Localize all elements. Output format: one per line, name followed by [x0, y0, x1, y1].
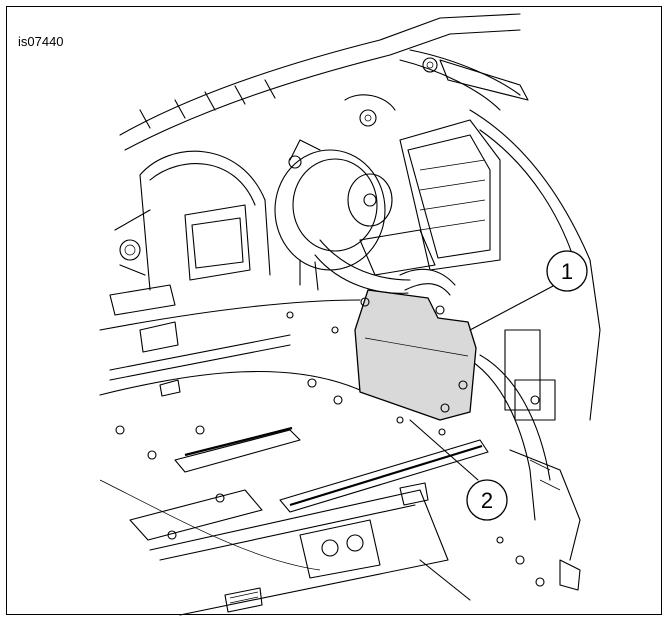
callout-1-leader: [469, 284, 556, 331]
electrical-module: [354, 289, 477, 421]
bottom-tray: [149, 482, 581, 616]
upper-frame-rail: [119, 13, 529, 151]
callout-2-number: 2: [481, 488, 493, 513]
right-frame: [399, 109, 601, 561]
deck-plate: [99, 299, 489, 571]
callout-1: 1: [546, 250, 588, 292]
left-housing: [109, 150, 271, 316]
figure-id-label: is07440: [18, 34, 64, 49]
callout-2: 2: [466, 479, 508, 521]
center-motor: [274, 94, 436, 291]
callout-2-leader: [409, 419, 479, 481]
callout-1-number: 1: [561, 259, 573, 284]
cable-harness: [314, 239, 456, 296]
figure-frame: [6, 6, 662, 615]
